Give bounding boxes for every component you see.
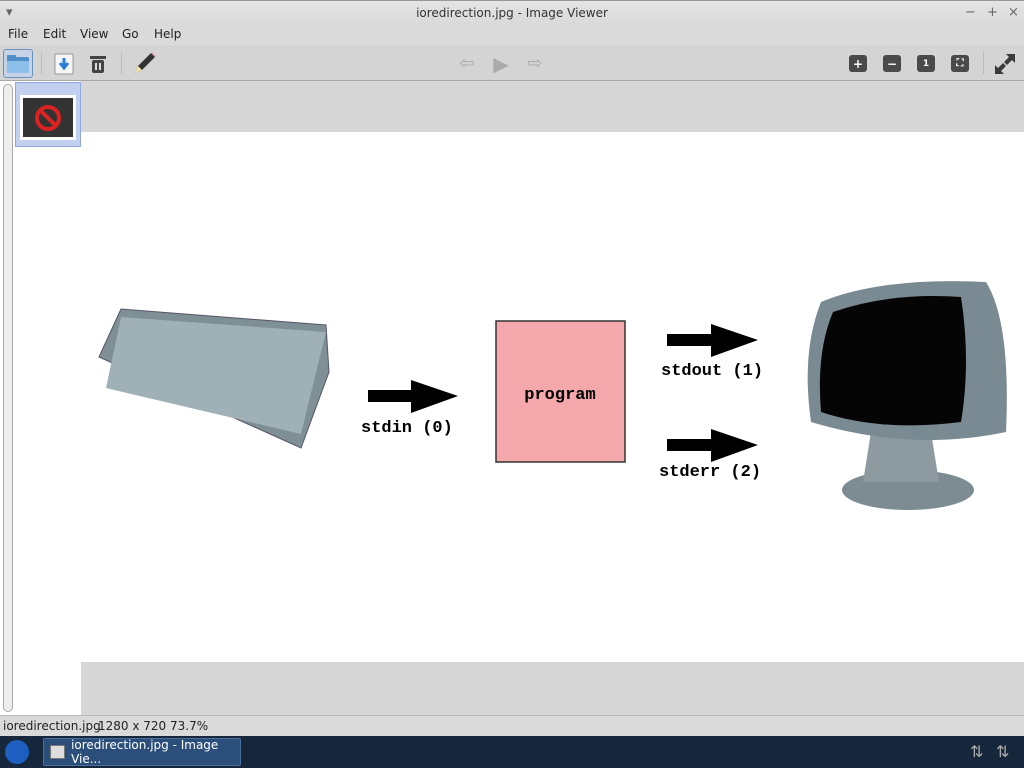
next-button[interactable]: ⇨ bbox=[520, 49, 550, 78]
status-zoom: 73.7% bbox=[170, 719, 209, 733]
minimize-button[interactable]: − bbox=[965, 5, 976, 20]
toolbar: ⇦ ▶ ⇨ + − 1 ⛶ bbox=[0, 45, 1024, 81]
menu-edit[interactable]: Edit bbox=[43, 27, 67, 41]
image-viewer: stdin (0) program stdout (1) stderr (2) bbox=[81, 81, 1024, 715]
open-folder-button[interactable] bbox=[3, 49, 33, 78]
thumbnail-item[interactable] bbox=[15, 82, 81, 147]
edit-button[interactable] bbox=[129, 49, 159, 78]
actual-size-button[interactable]: 1 bbox=[917, 55, 935, 72]
keyboard-icon bbox=[98, 308, 330, 449]
folder-icon bbox=[7, 54, 29, 73]
title-bar: ▾ ioredirection.jpg - Image Viewer − + × bbox=[0, 0, 1024, 24]
monitor-icon bbox=[807, 281, 1007, 510]
previous-button[interactable]: ⇦ bbox=[452, 49, 482, 78]
close-button[interactable]: × bbox=[1008, 5, 1019, 20]
zoom-in-button[interactable]: + bbox=[849, 55, 867, 72]
stdin-arrow bbox=[368, 380, 458, 413]
menu-view[interactable]: View bbox=[80, 27, 109, 41]
stderr-arrow bbox=[667, 429, 758, 462]
play-icon: ▶ bbox=[493, 51, 509, 76]
expand-icon bbox=[995, 53, 1015, 74]
menu-go[interactable]: Go bbox=[122, 27, 139, 41]
menu-help[interactable]: Help bbox=[154, 27, 182, 41]
taskbar-window-label: ioredirection.jpg - Image Vie... bbox=[71, 738, 219, 766]
fullscreen-button[interactable] bbox=[990, 49, 1020, 78]
stderr-label: stderr (2) bbox=[659, 463, 761, 482]
status-dimensions: 1280 x 720 bbox=[98, 719, 167, 733]
stdout-label: stdout (1) bbox=[661, 362, 763, 381]
delete-button[interactable] bbox=[83, 49, 113, 78]
trash-icon bbox=[90, 55, 106, 73]
taskbar: ioredirection.jpg - Image Vie... ⇅ ⇅ bbox=[0, 736, 1024, 768]
menu-bar: File Edit View Go Help bbox=[0, 24, 1024, 45]
save-button[interactable] bbox=[49, 49, 79, 78]
zoom-out-button[interactable]: − bbox=[883, 55, 901, 72]
displayed-image: stdin (0) program stdout (1) stderr (2) bbox=[81, 132, 1024, 662]
status-filename: ioredirection.jpg bbox=[3, 719, 101, 733]
pencil-icon bbox=[135, 51, 156, 73]
arrow-right-icon: ⇨ bbox=[527, 53, 543, 74]
arrow-left-icon: ⇦ bbox=[459, 53, 475, 74]
fit-button[interactable]: ⛶ bbox=[951, 55, 969, 72]
window-title: ioredirection.jpg - Image Viewer bbox=[416, 6, 608, 20]
maximize-button[interactable]: + bbox=[987, 5, 998, 20]
broken-image-icon bbox=[35, 104, 61, 131]
network-icon[interactable]: ⇅ bbox=[970, 742, 984, 761]
program-box bbox=[495, 320, 626, 463]
io-diagram: stdin (0) program stdout (1) stderr (2) bbox=[98, 281, 1007, 510]
network-icon-2[interactable]: ⇅ bbox=[996, 742, 1010, 761]
thumbnail-strip bbox=[0, 81, 81, 715]
taskbar-window-button[interactable]: ioredirection.jpg - Image Vie... bbox=[43, 738, 241, 766]
image-viewer-app-icon bbox=[50, 745, 66, 759]
download-icon bbox=[54, 53, 74, 74]
stdin-label: stdin (0) bbox=[361, 419, 453, 438]
thumbnail-scrollbar[interactable] bbox=[3, 84, 13, 712]
window-menu-icon[interactable]: ▾ bbox=[6, 5, 13, 20]
slideshow-button[interactable]: ▶ bbox=[486, 49, 516, 78]
stdout-arrow bbox=[667, 324, 758, 357]
start-menu-button[interactable] bbox=[5, 740, 29, 764]
status-bar: ioredirection.jpg 1280 x 720 73.7% bbox=[0, 715, 1024, 736]
program-label: program bbox=[524, 386, 595, 405]
menu-file[interactable]: File bbox=[8, 27, 29, 41]
